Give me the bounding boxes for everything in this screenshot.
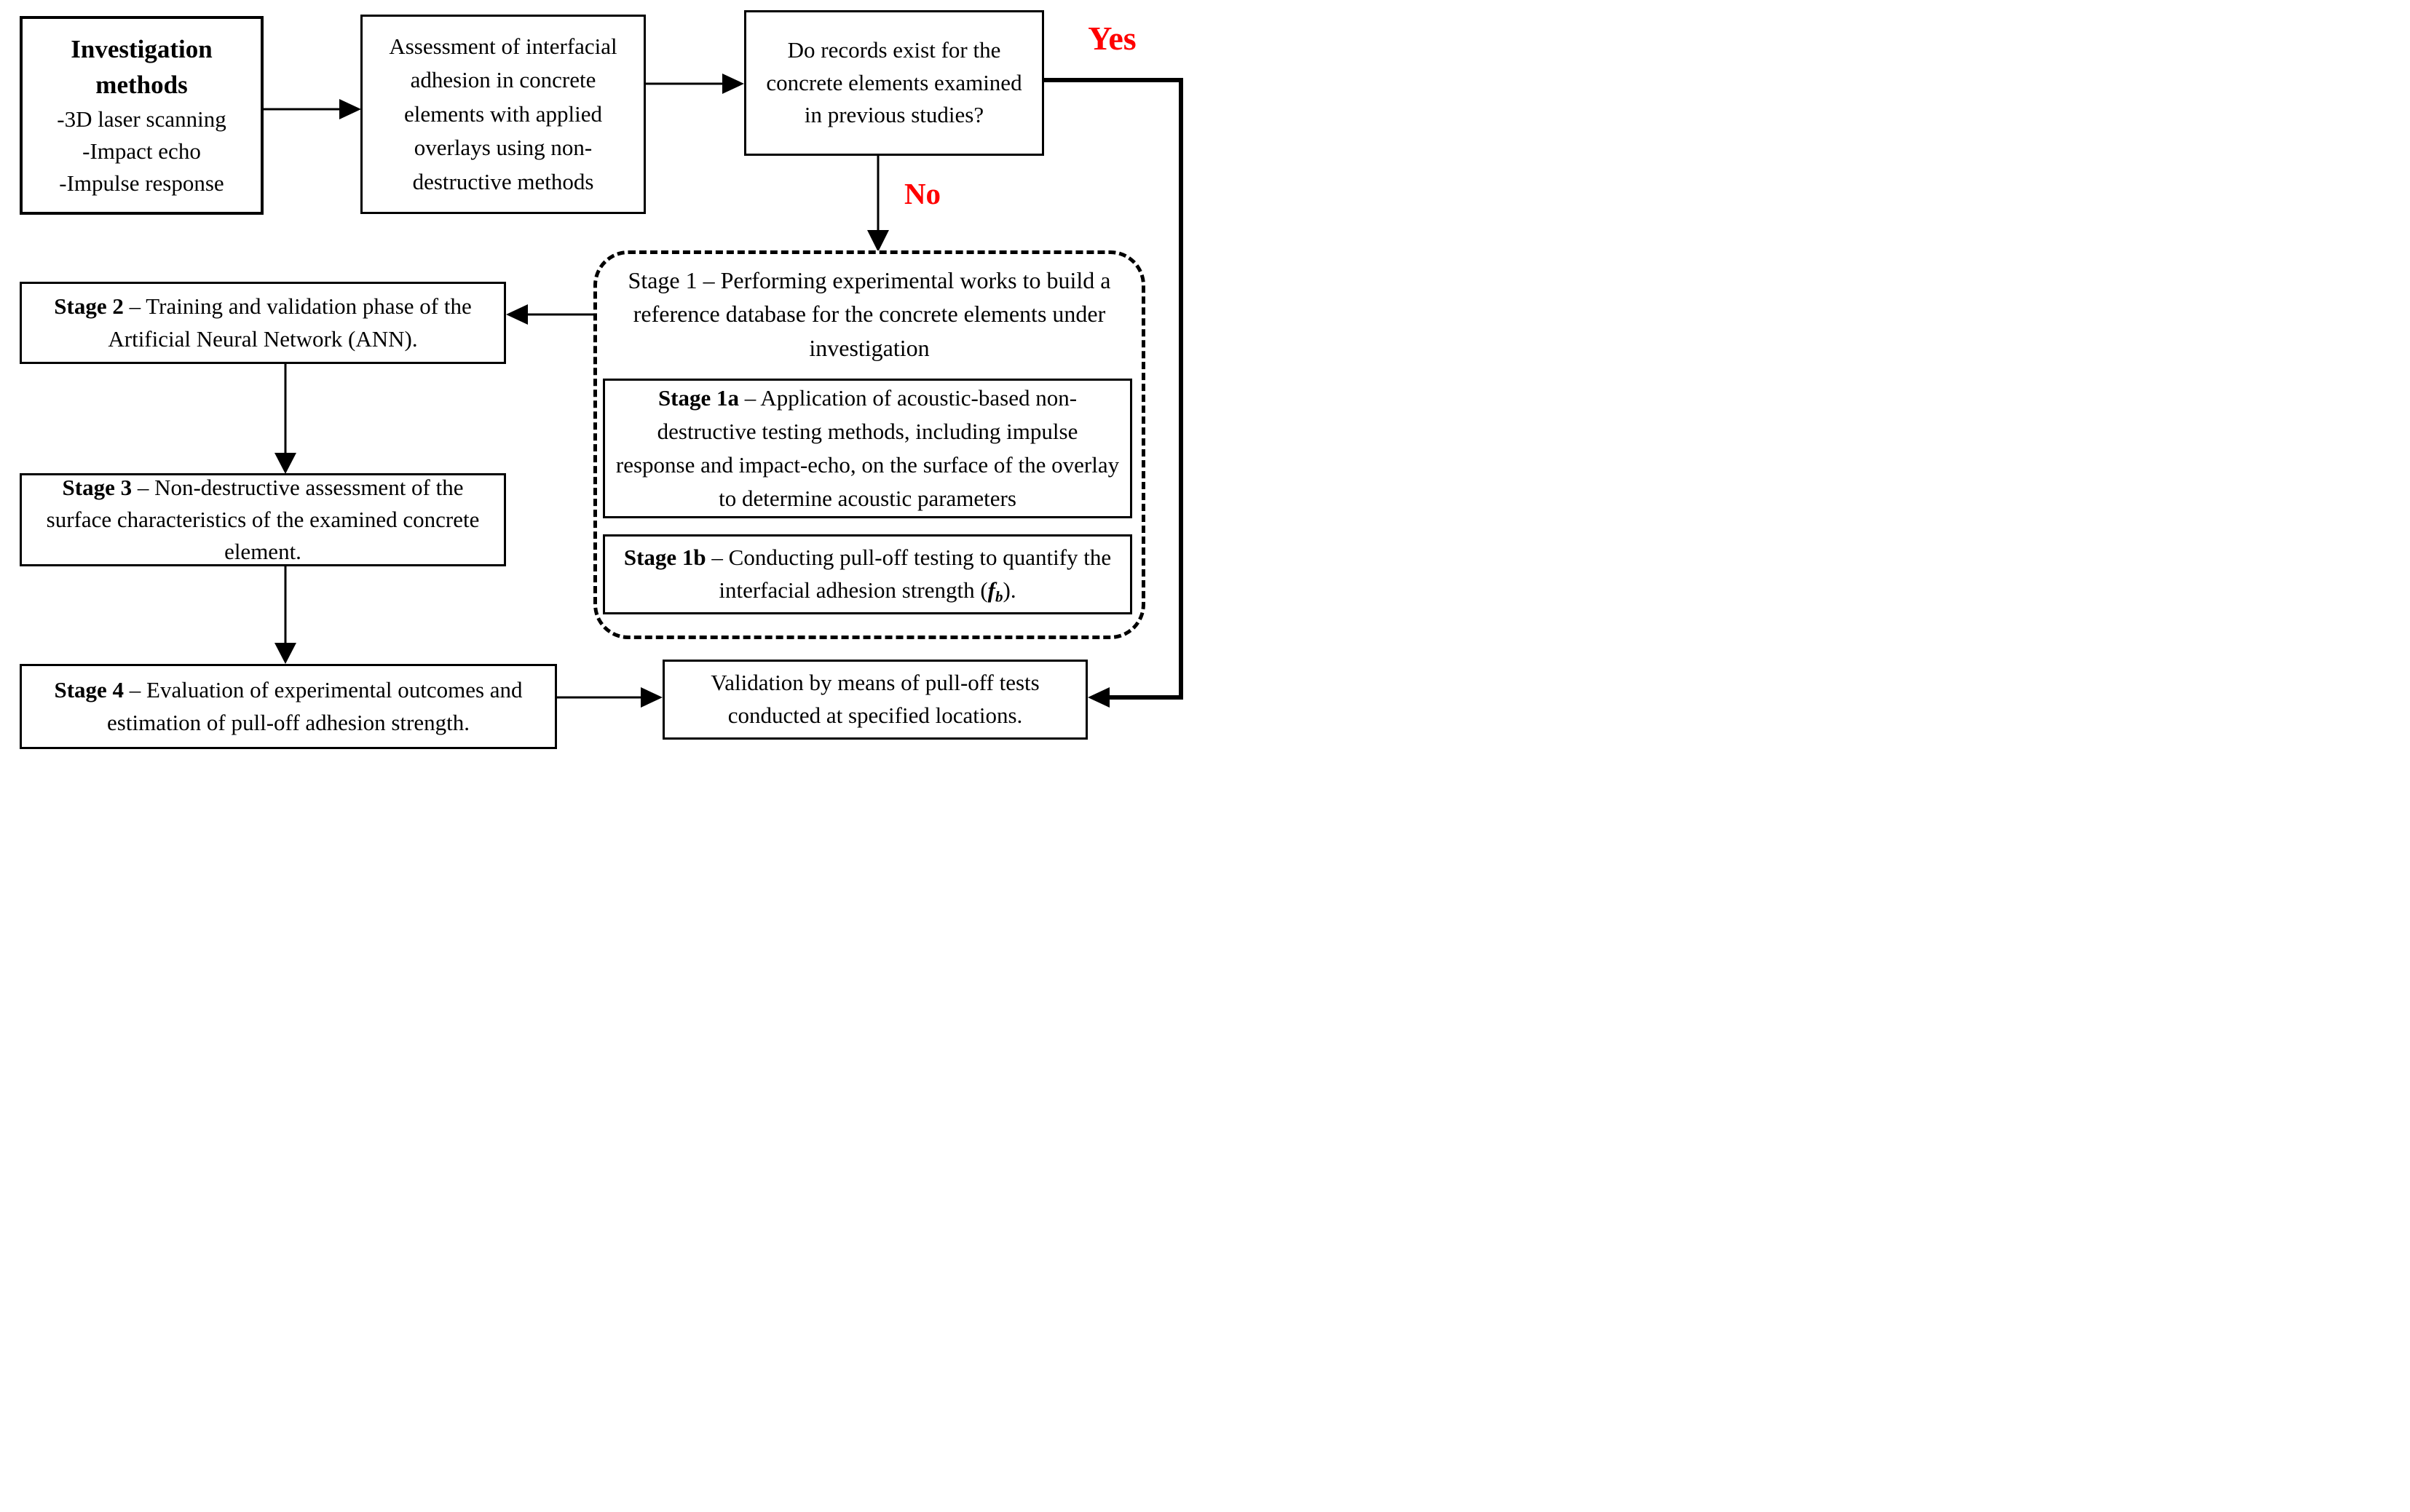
assessment-box: Assessment of interfacial adhesion in co… xyxy=(360,15,646,214)
stage1-text: – Performing experimental works to build… xyxy=(633,267,1111,361)
stage4-label: Stage 4 xyxy=(54,676,125,702)
connector-stage4-validation-arrowhead-icon xyxy=(641,687,663,708)
stage1b-box: Stage 1b – Conducting pull-off testing t… xyxy=(603,534,1132,614)
stage1-label: Stage 1 xyxy=(628,267,698,293)
stage3-text: – Non-destructive assessment of the surf… xyxy=(46,474,480,565)
connector-layer xyxy=(264,74,1183,708)
assessment-text: Assessment of interfacial adhesion in co… xyxy=(389,33,617,194)
stage1b-text-after: ). xyxy=(1003,577,1016,603)
investigation-methods-title: Investigation methods xyxy=(71,34,213,100)
stage1a-box: Stage 1a – Application of acoustic-based… xyxy=(603,379,1132,518)
stage1b-f-symbol: f xyxy=(987,577,995,603)
investigation-methods-box: Investigation methods -3D laser scanning… xyxy=(20,16,264,215)
stage3-label: Stage 3 xyxy=(62,474,133,500)
investigation-method-item: -Impact echo xyxy=(82,138,201,165)
stage2-label: Stage 2 xyxy=(54,293,124,319)
yes-branch-label: Yes xyxy=(1088,20,1137,57)
validation-box: Validation by means of pull-off tests co… xyxy=(663,660,1088,740)
connector-stage3-stage4-arrowhead-icon xyxy=(274,643,296,664)
investigation-method-item: -Impulse response xyxy=(59,170,224,197)
stage1b-label: Stage 1b xyxy=(623,544,706,570)
stage1a-label: Stage 1a xyxy=(657,385,740,411)
connector-investigation-assessment-arrowhead-icon xyxy=(339,99,361,119)
decision-text: Do records exist for the concrete elemen… xyxy=(766,36,1022,128)
stage1-heading: Stage 1 – Performing experimental works … xyxy=(615,264,1123,365)
connector-stage2-stage3-arrowhead-icon xyxy=(274,453,296,474)
stage4-box: Stage 4 – Evaluation of experimental out… xyxy=(20,664,557,749)
connector-no-arrowhead-icon xyxy=(867,230,889,252)
connector-yes-arrowhead-icon xyxy=(1088,687,1110,708)
stage4-text: – Evaluation of experimental outcomes an… xyxy=(107,676,523,735)
investigation-method-item: -3D laser scanning xyxy=(57,106,226,132)
stage1b-text: – Conducting pull-off testing to quantif… xyxy=(711,544,1112,603)
validation-text: Validation by means of pull-off tests co… xyxy=(711,670,1040,728)
stage2-text: – Training and validation phase of the A… xyxy=(108,293,472,352)
decision-box: Do records exist for the concrete elemen… xyxy=(744,10,1044,156)
no-branch-label: No xyxy=(904,177,941,210)
stage1a-text: – Application of acoustic-based non-dest… xyxy=(615,385,1120,511)
connector-assessment-decision-arrowhead-icon xyxy=(722,74,744,94)
stage3-box: Stage 3 – Non-destructive assessment of … xyxy=(20,473,506,566)
stage2-box: Stage 2 – Training and validation phase … xyxy=(20,282,506,364)
stage1b-f-subscript: b xyxy=(995,587,1003,605)
flowchart-canvas: Investigation methods -3D laser scanning… xyxy=(0,0,1205,756)
connector-stage1-stage2-arrowhead-icon xyxy=(506,304,528,325)
